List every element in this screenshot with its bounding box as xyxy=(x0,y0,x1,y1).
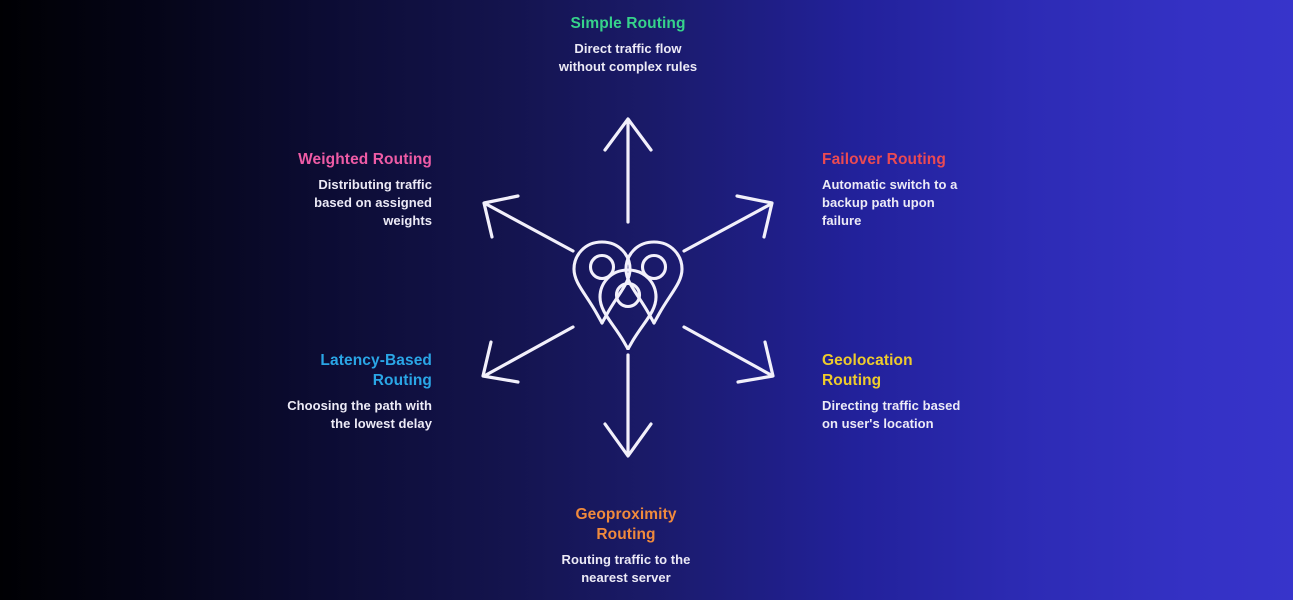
arrow-down-left xyxy=(481,325,575,384)
title-line: Routing xyxy=(596,526,656,543)
title-line: Routing xyxy=(822,372,882,389)
arrow-up-left xyxy=(482,194,575,253)
node-simple-routing-title: Simple Routing xyxy=(570,15,686,32)
node-simple-routing[interactable]: Simple Routing Direct traffic flow witho… xyxy=(468,14,788,76)
node-geolocation-routing-description: Directing traffic based on user's locati… xyxy=(822,397,997,433)
arrow-down xyxy=(603,353,653,458)
node-failover-routing-description: Automatic switch to a backup path upon f… xyxy=(822,176,1000,230)
desc-line: Choosing the path with xyxy=(287,398,432,413)
desc-line: on user's location xyxy=(822,416,934,431)
desc-line: Directing traffic based xyxy=(822,398,961,413)
desc-line: Automatic switch to a xyxy=(822,177,958,192)
arrow-up xyxy=(603,117,653,224)
desc-line: Direct traffic flow xyxy=(574,41,682,56)
node-geolocation-routing[interactable]: Geolocation Routing Directing traffic ba… xyxy=(822,351,1002,433)
title-line: Geolocation xyxy=(822,352,913,369)
node-latency-based-routing[interactable]: Latency-Based Routing Choosing the path … xyxy=(212,351,432,433)
node-weighted-routing[interactable]: Weighted Routing Distributing traffic ba… xyxy=(212,150,432,230)
node-geolocation-routing-title: Geolocation Routing xyxy=(822,351,1002,391)
desc-line: nearest server xyxy=(581,570,671,585)
desc-line: backup path upon xyxy=(822,195,935,210)
node-simple-routing-description: Direct traffic flow without complex rule… xyxy=(468,40,788,76)
arrow-down-right xyxy=(682,325,775,384)
desc-line: Routing traffic to the xyxy=(561,552,691,567)
node-failover-routing[interactable]: Failover Routing Automatic switch to a b… xyxy=(822,150,1052,230)
node-weighted-routing-description: Distributing traffic based on assigned w… xyxy=(212,176,432,230)
map-pins-cluster-icon xyxy=(572,240,684,350)
desc-line: weights xyxy=(383,213,432,228)
node-geoproximity-routing[interactable]: Geoproximity Routing Routing traffic to … xyxy=(466,505,786,587)
title-line: Routing xyxy=(372,372,432,389)
node-latency-based-routing-title: Latency-Based Routing xyxy=(212,351,432,391)
node-geoproximity-routing-title: Geoproximity Routing xyxy=(466,505,786,545)
title-line: Geoproximity xyxy=(575,506,677,523)
desc-line: Distributing traffic xyxy=(318,177,432,192)
desc-line: based on assigned xyxy=(314,195,432,210)
node-weighted-routing-title: Weighted Routing xyxy=(298,151,432,168)
desc-line: failure xyxy=(822,213,862,228)
node-geoproximity-routing-description: Routing traffic to the nearest server xyxy=(466,551,786,587)
title-line: Latency-Based xyxy=(320,352,432,369)
arrow-up-right xyxy=(682,194,774,253)
node-failover-routing-title: Failover Routing xyxy=(822,151,946,168)
node-latency-based-routing-description: Choosing the path with the lowest delay xyxy=(212,397,432,433)
desc-line: without complex rules xyxy=(558,59,698,74)
desc-line: the lowest delay xyxy=(330,416,432,431)
